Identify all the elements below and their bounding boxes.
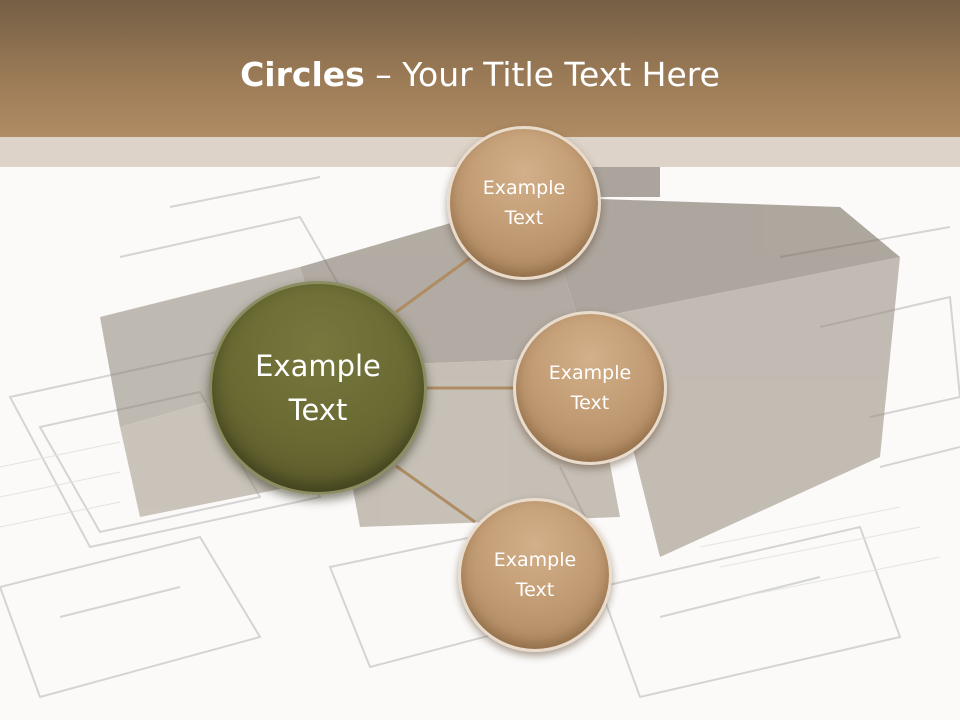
satellite-circle-middle[interactable]: Example Text [513,311,667,465]
title-bold-part: Circles [240,55,365,94]
connector-line-bottom [395,464,476,524]
satellite-label-middle: Example Text [548,362,632,414]
satellite-circle-top[interactable]: Example Text [447,126,601,280]
satellite-label-top: Example Text [482,177,566,229]
title-rest-part: – Your Title Text Here [364,55,720,94]
slide-title[interactable]: Circles – Your Title Text Here [0,52,960,98]
satellite-label-bottom: Example Text [493,549,577,601]
satellite-circle-bottom[interactable]: Example Text [458,498,612,652]
connector-line-top [395,256,471,314]
center-circle[interactable]: Example Text [209,281,427,495]
title-bar [0,0,960,137]
center-label: Example Text [255,349,381,427]
